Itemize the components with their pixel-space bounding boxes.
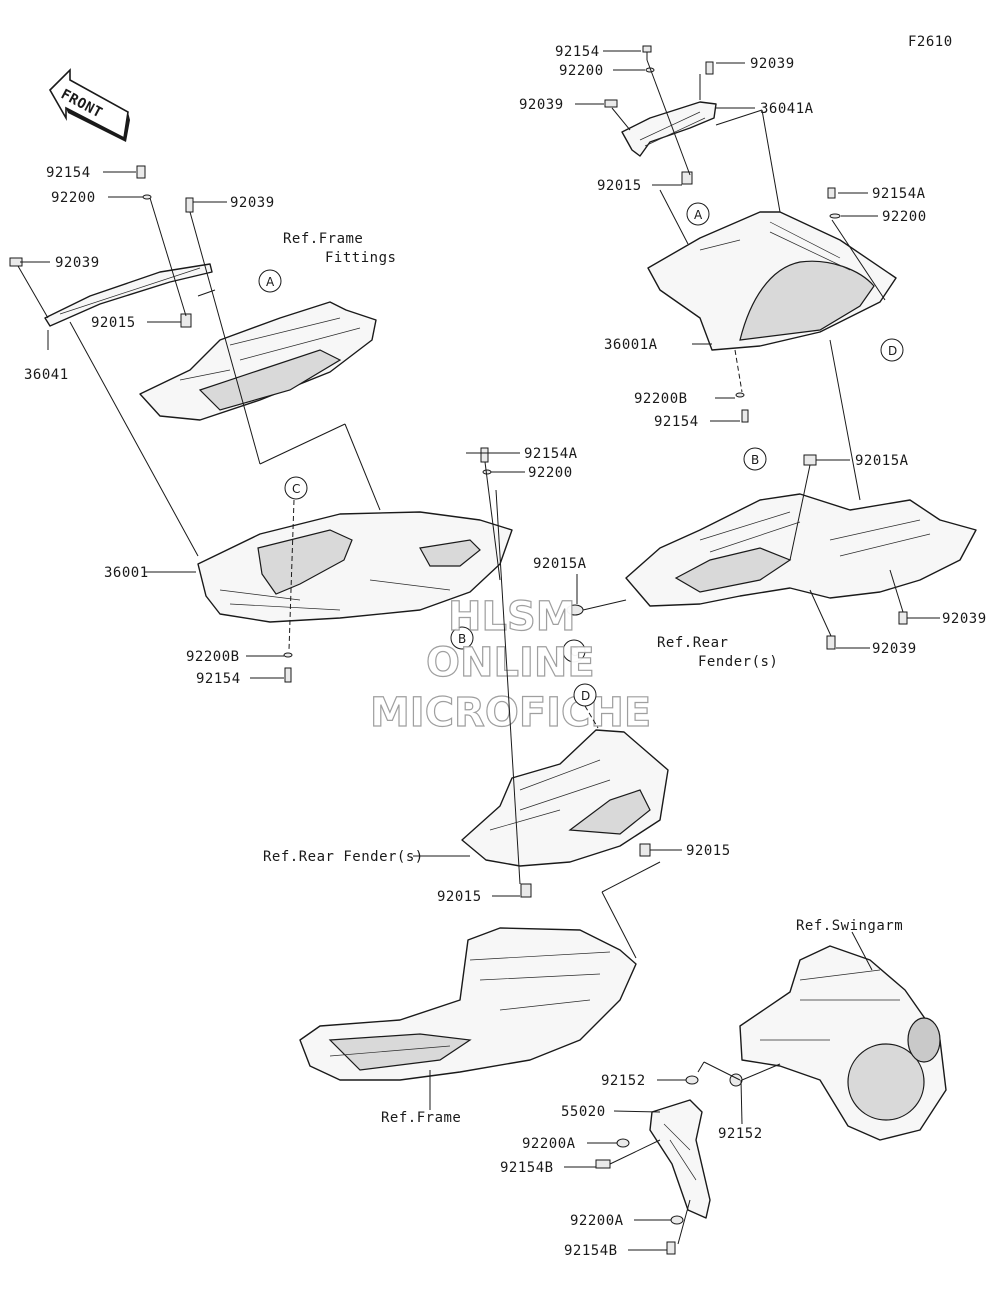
grommet-92015A-right bbox=[803, 454, 817, 466]
callout-c-mid-letter: C bbox=[570, 645, 578, 659]
callout-d-right-letter: D bbox=[888, 344, 897, 358]
label-92039-left-b: 92039 bbox=[55, 255, 100, 271]
label-92015-lower-right: 92015 bbox=[686, 843, 731, 859]
callout-a-right-letter: A bbox=[694, 208, 703, 222]
washer-92200-mid bbox=[482, 469, 492, 475]
label-92152-right: 92152 bbox=[718, 1126, 763, 1142]
callout-a-left bbox=[258, 269, 282, 293]
part-36001A-side-cover bbox=[647, 211, 897, 351]
label-92039-topleft: 92039 bbox=[519, 97, 564, 113]
callout-a-right bbox=[686, 202, 710, 226]
label-92200-top: 92200 bbox=[559, 63, 604, 79]
label-92200B-right: 92200B bbox=[634, 391, 688, 407]
label-92154-right: 92154 bbox=[654, 414, 699, 430]
part-36041-bracket bbox=[44, 263, 213, 327]
bolt-92039-mid-right2 bbox=[826, 635, 836, 650]
label-92039-mid-right: 92039 bbox=[942, 611, 987, 627]
callout-c-left-letter: C bbox=[292, 482, 300, 496]
grommet-92015-lower-right bbox=[639, 843, 651, 857]
ref-swingarm-part bbox=[739, 945, 947, 1141]
label-92154-left: 92154 bbox=[46, 165, 91, 181]
label-92200B-left: 92200B bbox=[186, 649, 240, 665]
label-92154A-right: 92154A bbox=[872, 186, 926, 202]
figure-code: F2610 bbox=[908, 34, 953, 50]
label-ref-swingarm: Ref.Swingarm bbox=[796, 918, 903, 934]
callout-c-mid bbox=[562, 639, 586, 663]
label-ref-frame: Ref.Frame bbox=[381, 1110, 461, 1126]
label-92015-lower-left: 92015 bbox=[437, 889, 482, 905]
label-ref-rear-fender-2: Fender(s) bbox=[698, 654, 778, 670]
label-92154-top: 92154 bbox=[555, 44, 600, 60]
ref-rear-fender-upper-part bbox=[625, 493, 977, 607]
label-92039-left-a: 92039 bbox=[230, 195, 275, 211]
label-36001A: 36001A bbox=[604, 337, 658, 353]
washer-92200A-bottom bbox=[670, 1215, 684, 1225]
washer-92200A-top bbox=[616, 1138, 630, 1148]
bolt-92154-left-low bbox=[284, 667, 292, 683]
label-36041A: 36041A bbox=[760, 101, 814, 117]
callout-d-mid-letter: D bbox=[581, 689, 590, 703]
washer-92152-left bbox=[685, 1075, 699, 1085]
callout-b-left bbox=[450, 626, 474, 650]
part-36041A-bracket bbox=[621, 101, 717, 157]
label-92015-left: 92015 bbox=[91, 315, 136, 331]
bolt-92154B-top bbox=[595, 1159, 611, 1169]
label-92200A-top: 92200A bbox=[522, 1136, 576, 1152]
label-92200-left: 92200 bbox=[51, 190, 96, 206]
grommet-92015-top bbox=[681, 171, 693, 185]
watermark: HLSM ONLINE MICROFICHE bbox=[369, 593, 651, 736]
label-92200A-bottom: 92200A bbox=[570, 1213, 624, 1229]
bolt-92039-mid-right bbox=[898, 611, 908, 625]
bolt-92154-left bbox=[136, 165, 146, 179]
label-92015-top: 92015 bbox=[597, 178, 642, 194]
label-92154-left-low: 92154 bbox=[196, 671, 241, 687]
label-ref-rear-fender-1: Ref.Rear bbox=[657, 635, 728, 651]
label-92200-right: 92200 bbox=[882, 209, 927, 225]
label-92015A-right: 92015A bbox=[855, 453, 909, 469]
grommet-92015-left bbox=[180, 313, 192, 328]
callout-c-left bbox=[284, 476, 308, 500]
bolt-92039-topright bbox=[705, 61, 714, 75]
label-36041: 36041 bbox=[24, 367, 69, 383]
watermark-line-2: ONLINE bbox=[426, 640, 595, 686]
washer-92200B-left bbox=[283, 652, 293, 658]
callout-d-right bbox=[880, 338, 904, 362]
grommet-92015-lower-left bbox=[520, 883, 532, 898]
label-92154B-top: 92154B bbox=[500, 1160, 554, 1176]
callout-b-right bbox=[743, 447, 767, 471]
bolt-92154-top bbox=[642, 45, 652, 60]
label-92152-left: 92152 bbox=[601, 1073, 646, 1089]
washer-92200B-right bbox=[735, 392, 745, 398]
bolt-92154A-right bbox=[827, 187, 836, 199]
label-92039-mid-right2: 92039 bbox=[872, 641, 917, 657]
front-direction-arrow: FRONT bbox=[49, 68, 130, 142]
label-92039-topright: 92039 bbox=[750, 56, 795, 72]
label-ref-frame-fittings-1: Ref.Frame bbox=[283, 231, 363, 247]
callout-b-right-letter: B bbox=[751, 453, 759, 467]
bolt-92154-right bbox=[741, 409, 749, 423]
bolt-92039-left-a bbox=[185, 197, 194, 213]
bolt-92154A-mid bbox=[480, 447, 489, 463]
label-92154B-bottom: 92154B bbox=[564, 1243, 618, 1259]
callout-a-left-letter: A bbox=[266, 275, 275, 289]
part-55020-bracket bbox=[649, 1099, 711, 1219]
label-92154A-mid: 92154A bbox=[524, 446, 578, 462]
label-ref-rear-fender-line: Ref.Rear Fender(s) bbox=[263, 849, 424, 865]
part-36001-side-cover bbox=[197, 511, 513, 623]
bolt-92154B-bottom bbox=[666, 1241, 676, 1255]
label-36001: 36001 bbox=[104, 565, 149, 581]
watermark-line-1: HLSM bbox=[448, 594, 576, 640]
washer-92200-right bbox=[829, 213, 841, 219]
bolt-92039-topleft bbox=[604, 99, 618, 108]
ref-frame-fittings-part bbox=[139, 301, 377, 421]
label-92200-mid: 92200 bbox=[528, 465, 573, 481]
ref-frame-part bbox=[299, 927, 637, 1081]
label-ref-frame-fittings-2: Fittings bbox=[325, 250, 396, 266]
label-55020: 55020 bbox=[561, 1104, 606, 1120]
label-92015A-mid: 92015A bbox=[533, 556, 587, 572]
callout-b-left-letter: B bbox=[458, 632, 466, 646]
ref-rear-fender-lower-part bbox=[461, 729, 669, 867]
